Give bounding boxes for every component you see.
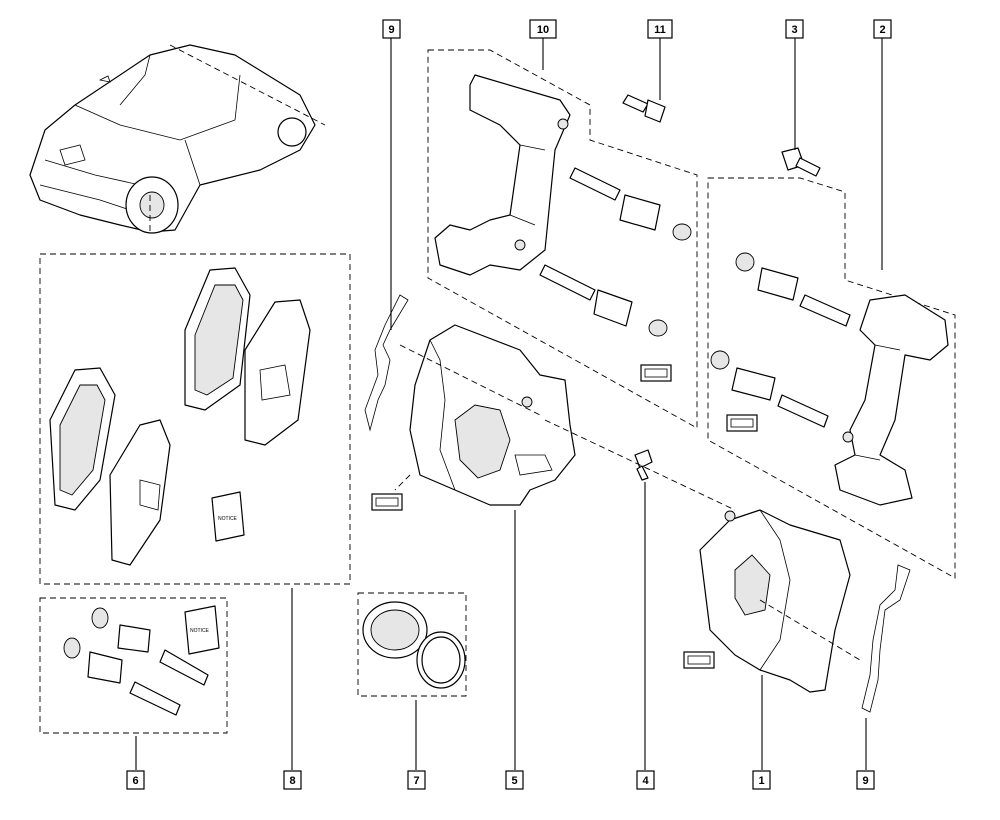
notice-label-pads: NOTICE bbox=[218, 516, 238, 522]
callout-7: 7 bbox=[407, 770, 426, 790]
svg-text:5: 5 bbox=[511, 775, 517, 787]
svg-text:9: 9 bbox=[388, 24, 394, 36]
callout-9-top: 9 bbox=[382, 19, 401, 39]
callout-8: 8 bbox=[283, 770, 302, 790]
brake-pad-left bbox=[49, 367, 116, 511]
carrier-bolt-3 bbox=[781, 147, 821, 177]
brake-pad-right bbox=[244, 299, 311, 446]
assembly-line-bleed bbox=[544, 419, 736, 511]
svg-text:8: 8 bbox=[289, 775, 295, 787]
notice-booklet-pins: NOTICE bbox=[184, 605, 220, 655]
guide-pin-kit-group: NOTICE bbox=[39, 597, 228, 734]
caliper-carrier-kit-group bbox=[427, 49, 698, 429]
assembly-line-spring bbox=[399, 344, 541, 416]
svg-text:11: 11 bbox=[654, 24, 666, 36]
callout-6: 6 bbox=[126, 770, 145, 790]
svg-text:6: 6 bbox=[132, 775, 138, 787]
svg-text:1: 1 bbox=[758, 775, 764, 787]
callout-4: 4 bbox=[636, 770, 655, 790]
svg-text:10: 10 bbox=[537, 24, 549, 36]
piston-seal-kit-group bbox=[357, 592, 467, 697]
bleed-screw bbox=[634, 449, 653, 481]
guide-pin-set-upper bbox=[91, 607, 209, 686]
brake-caliper-right bbox=[683, 509, 851, 693]
brake-pad-kit-group: NOTICE bbox=[39, 253, 351, 585]
svg-text:9: 9 bbox=[862, 775, 868, 787]
brake-caliper-center bbox=[371, 324, 576, 511]
carrier-bolt-11 bbox=[622, 94, 666, 123]
notice-booklet-pads: NOTICE bbox=[211, 491, 245, 542]
callout-2: 2 bbox=[873, 19, 892, 39]
svg-text:2: 2 bbox=[879, 24, 885, 36]
svg-text:4: 4 bbox=[642, 775, 649, 787]
callout-5: 5 bbox=[505, 770, 524, 790]
svg-text:7: 7 bbox=[413, 775, 419, 787]
guide-pin-set-lower bbox=[63, 637, 181, 716]
caliper-bracket-kit-group bbox=[707, 177, 956, 579]
callout-1: 1 bbox=[752, 770, 771, 790]
vehicle-illustration bbox=[29, 44, 326, 234]
retaining-spring-left bbox=[364, 294, 409, 432]
callout-3: 3 bbox=[785, 19, 804, 39]
callout-10: 10 bbox=[529, 19, 557, 39]
brake-pad-upper bbox=[184, 267, 251, 411]
callout-9-bottom: 9 bbox=[856, 770, 875, 790]
callout-11: 11 bbox=[647, 19, 673, 39]
retaining-spring-right bbox=[861, 564, 911, 713]
brake-pad-center bbox=[109, 419, 171, 566]
svg-text:3: 3 bbox=[791, 24, 797, 36]
notice-label-pins: NOTICE bbox=[190, 628, 210, 634]
